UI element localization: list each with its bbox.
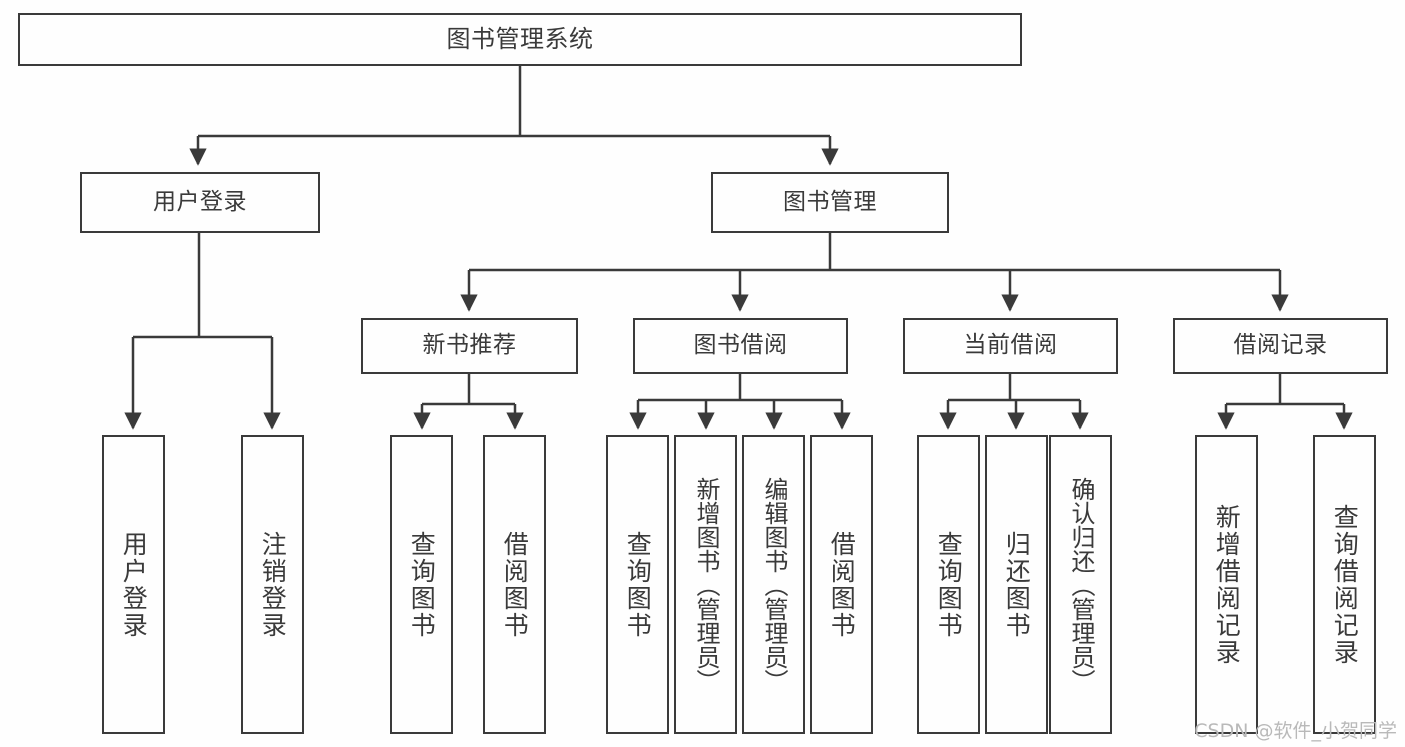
leaf-logout[interactable]: 注销登录	[241, 435, 304, 734]
node-label: 查询借阅记录	[1330, 503, 1360, 666]
node-book-management[interactable]: 图书管理	[711, 172, 949, 233]
node-label: 新书推荐	[422, 332, 517, 359]
node-label: 查询图书	[623, 530, 653, 639]
leaf-query-book-bb[interactable]: 查询图书	[606, 435, 669, 734]
leaf-borrow-book-nb[interactable]: 借阅图书	[483, 435, 546, 734]
leaf-confirm-return-admin[interactable]: 确认归还（管理员）	[1049, 435, 1112, 734]
node-label: 图书管理系统	[446, 25, 594, 54]
node-book-borrow[interactable]: 图书借阅	[633, 318, 848, 374]
node-label: 借阅记录	[1233, 332, 1328, 359]
node-label: 查询图书	[407, 530, 437, 639]
node-label: 当前借阅	[963, 332, 1058, 359]
node-user-login[interactable]: 用户登录	[80, 172, 320, 233]
leaf-add-book-admin[interactable]: 新增图书（管理员）	[674, 435, 737, 734]
node-label: 确认归还（管理员）	[1066, 476, 1095, 693]
node-label: 查询图书	[934, 530, 964, 639]
leaf-query-book-nb[interactable]: 查询图书	[390, 435, 453, 734]
node-label: 借阅图书	[827, 530, 857, 639]
leaf-edit-book-admin[interactable]: 编辑图书（管理员）	[742, 435, 805, 734]
node-label: 用户登录	[119, 530, 149, 639]
leaf-return-book[interactable]: 归还图书	[985, 435, 1048, 734]
node-label: 图书管理	[783, 188, 877, 215]
leaf-query-book-cb[interactable]: 查询图书	[917, 435, 980, 734]
node-label: 借阅图书	[500, 530, 530, 639]
leaf-borrow-book-bb[interactable]: 借阅图书	[810, 435, 873, 734]
node-label: 注销登录	[258, 530, 288, 639]
node-label: 新增图书（管理员）	[691, 476, 720, 693]
node-current-borrow[interactable]: 当前借阅	[903, 318, 1118, 374]
node-label: 图书借阅	[693, 332, 788, 359]
leaf-query-borrow-record[interactable]: 查询借阅记录	[1313, 435, 1376, 734]
node-new-book-recommend[interactable]: 新书推荐	[361, 318, 578, 374]
node-label: 新增借阅记录	[1212, 503, 1242, 666]
node-borrow-record[interactable]: 借阅记录	[1173, 318, 1388, 374]
node-label: 归还图书	[1002, 530, 1032, 639]
leaf-user-login[interactable]: 用户登录	[102, 435, 165, 734]
node-label: 编辑图书（管理员）	[759, 476, 788, 693]
csdn-watermark: CSDN @软件_小贺同学	[1194, 720, 1397, 742]
node-label: 用户登录	[153, 188, 247, 215]
node-root-book-management-system[interactable]: 图书管理系统	[18, 13, 1022, 66]
leaf-add-borrow-record[interactable]: 新增借阅记录	[1195, 435, 1258, 734]
